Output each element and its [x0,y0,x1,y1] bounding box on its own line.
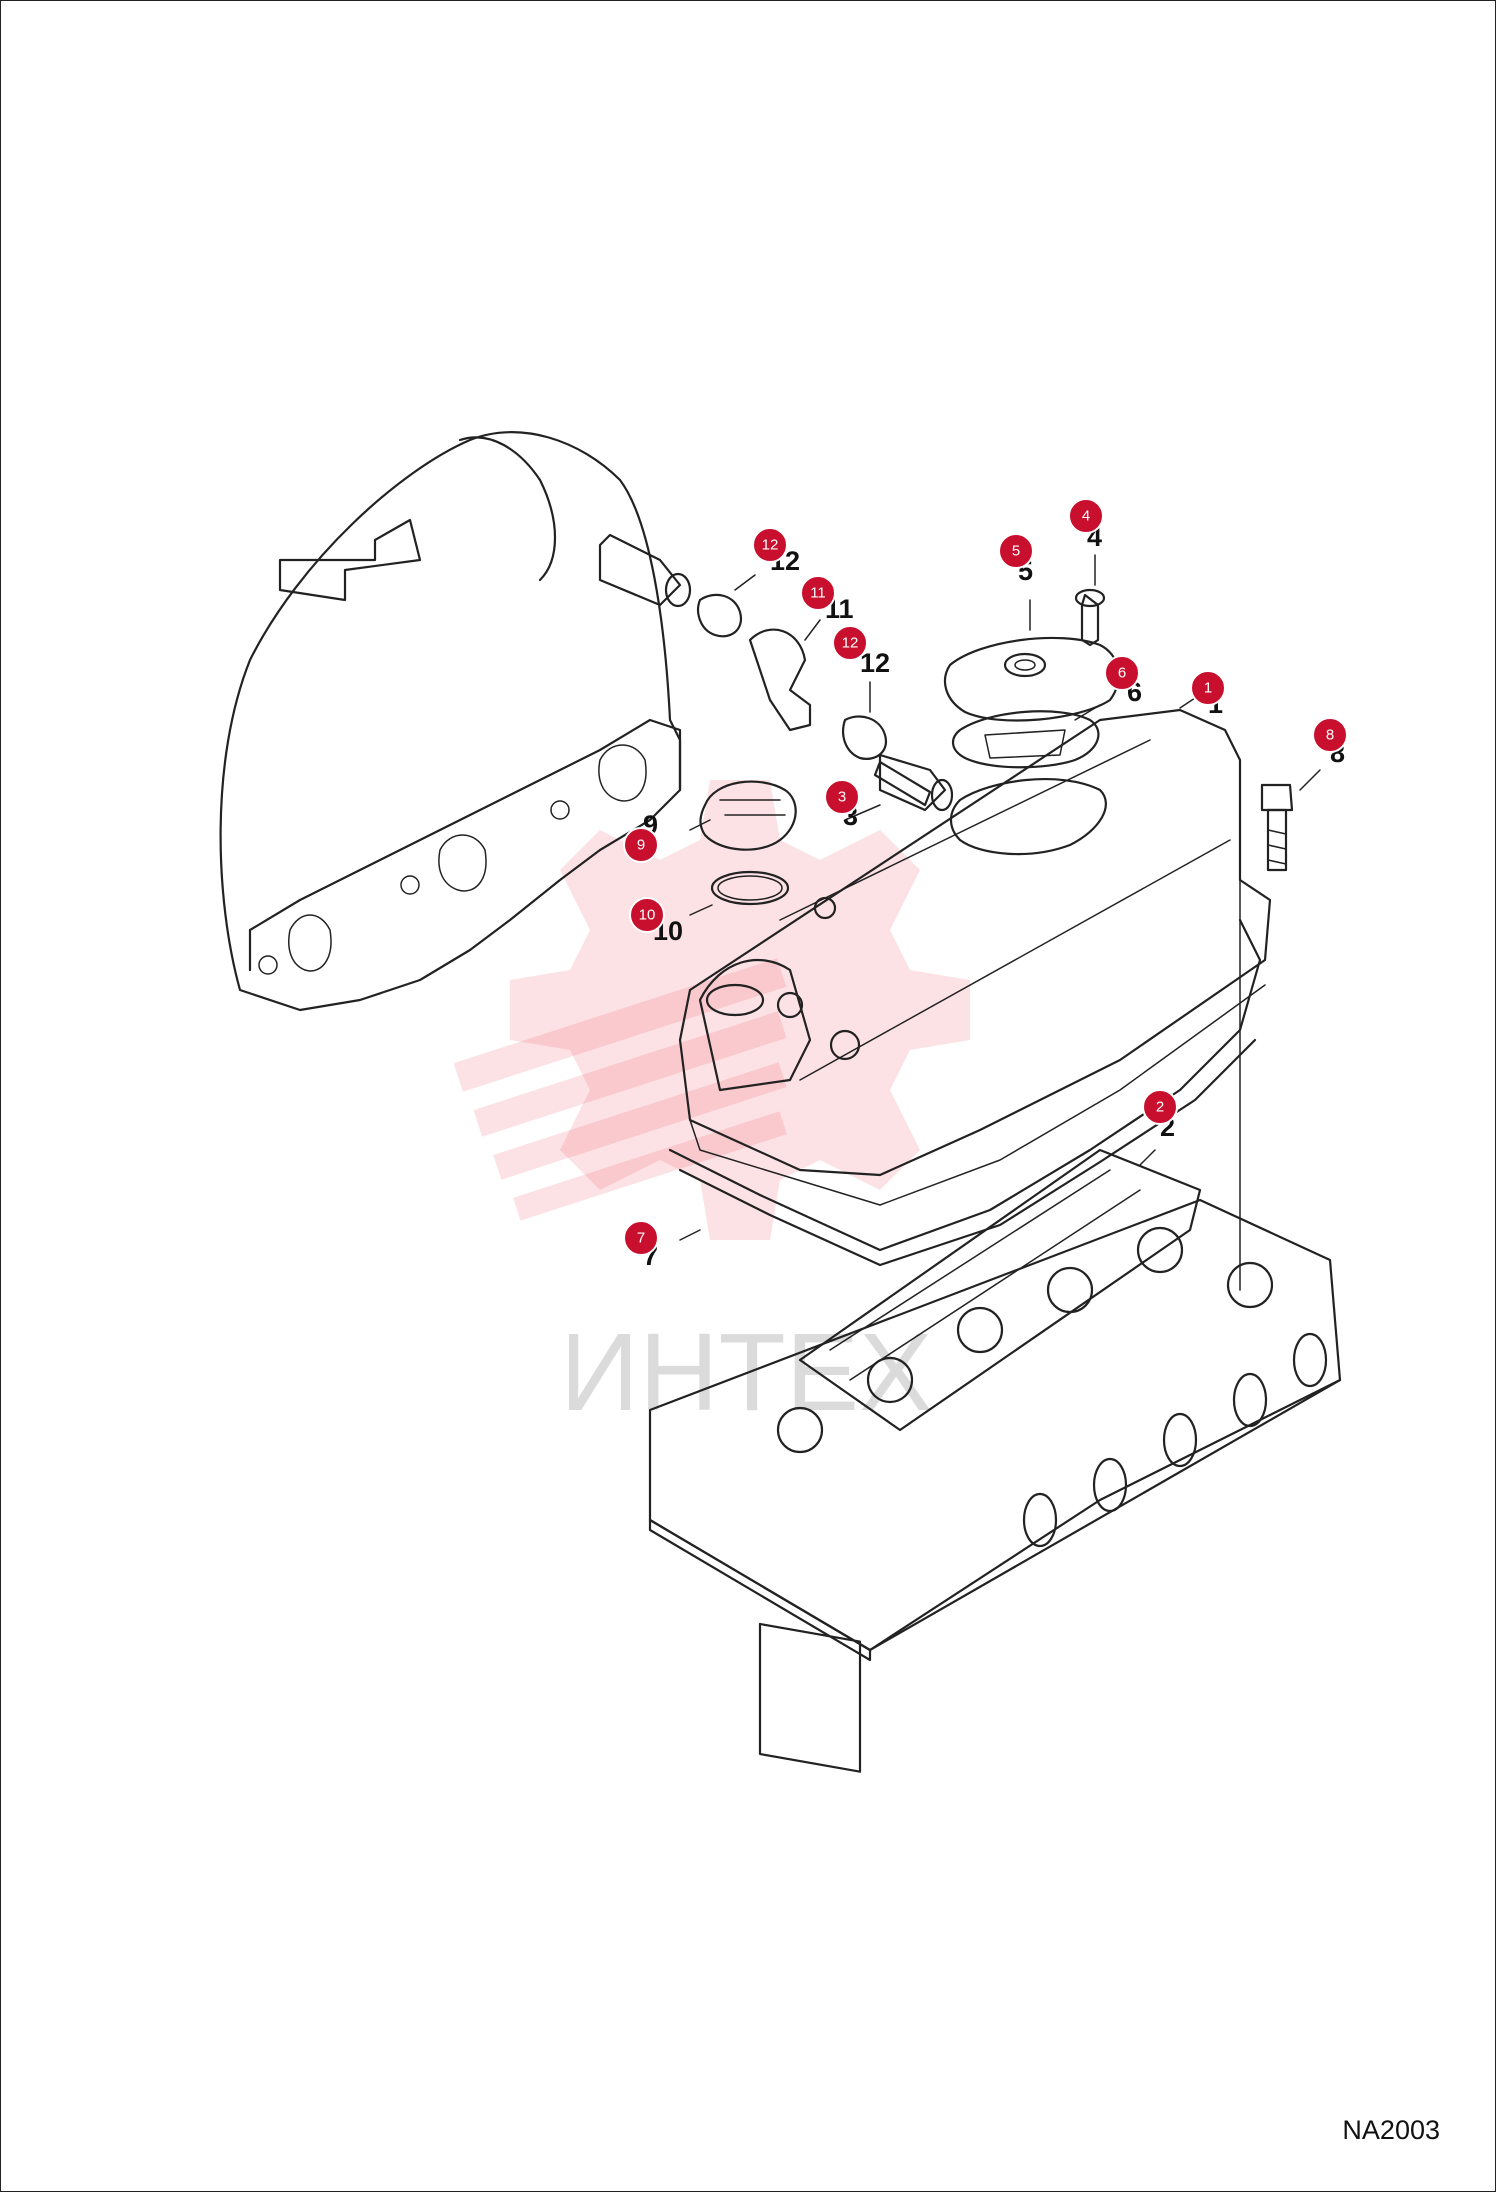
connector-tube [873,760,932,807]
watermark-logo: ИНТЕХ [453,780,970,1434]
oil-filler-cap [699,780,797,906]
callout-3-badge[interactable]: 3 [824,779,860,815]
hose-assembly [598,533,954,812]
callout-5-badge[interactable]: 5 [998,533,1034,569]
valve-cover-gasket [668,918,1262,1267]
callout-4-badge[interactable]: 4 [1068,498,1104,534]
callout-7-badge[interactable]: 7 [623,1220,659,1256]
callout-10-badge[interactable]: 10 [629,897,665,933]
thermostat-assembly [943,588,1120,769]
valve-cover [678,708,1272,1206]
callout-6-badge[interactable]: 6 [1104,655,1140,691]
drawing-code: NA2003 [1342,2115,1440,2145]
head-gasket [798,1148,1202,1432]
callout-1-badge[interactable]: 1 [1190,670,1226,706]
callout-12a-badge[interactable]: 12 [752,527,788,563]
callout-12b-badge[interactable]: 12 [832,625,868,661]
bolt [1260,783,1294,872]
callout-11-badge[interactable]: 11 [800,575,836,611]
callout-9-badge[interactable]: 9 [623,827,659,863]
callout-2-badge[interactable]: 2 [1142,1089,1178,1125]
cylinder-head [648,759,1342,1773]
exhaust-manifold [219,431,682,1012]
callout-8-badge[interactable]: 8 [1312,717,1348,753]
leader-lines [679,554,1321,1241]
label-12b: 12 [860,648,890,678]
